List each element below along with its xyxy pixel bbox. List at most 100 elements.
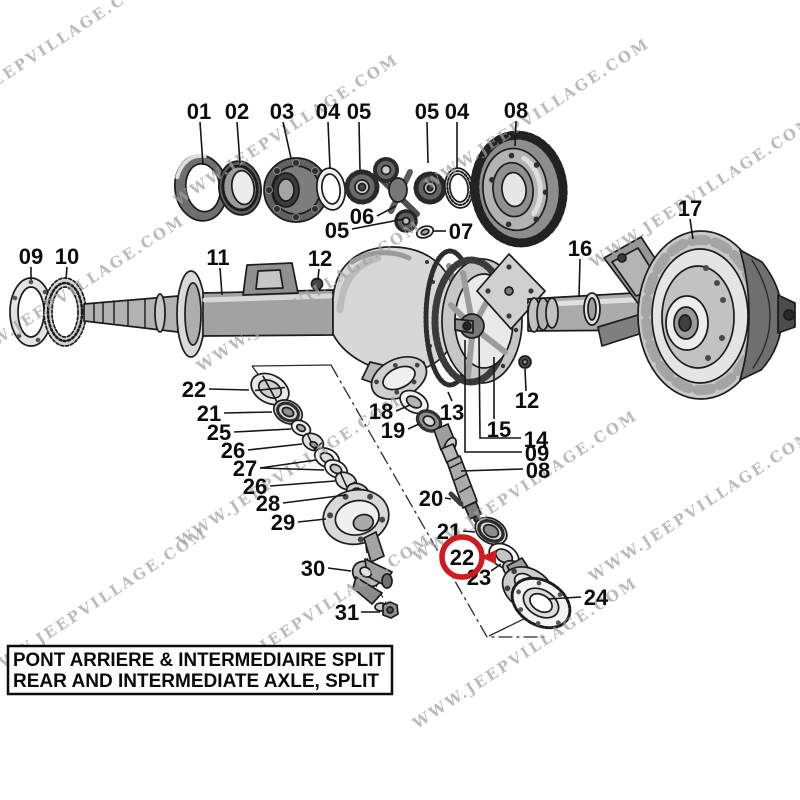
part-label-29: 29 [271, 510, 295, 535]
leader-line-19 [407, 423, 420, 430]
leader-line-30 [327, 567, 352, 572]
part-label-16: 16 [568, 236, 592, 261]
part-bearing-21 [474, 516, 508, 546]
leader-line-29 [297, 518, 327, 523]
part-label-01: 01 [187, 99, 211, 124]
part-ring-gear-08 [470, 130, 568, 248]
leader-line-10 [65, 266, 68, 280]
leader-line-12 [317, 268, 320, 280]
part-washer-18 [399, 389, 429, 415]
part-pinion-flange [501, 557, 572, 630]
part-diff-case-03 [263, 157, 329, 223]
part-label-05: 05 [347, 99, 371, 124]
leader-line-18 [395, 404, 411, 412]
leader-line-03 [282, 121, 292, 159]
part-label-02: 02 [225, 99, 249, 124]
part-label-22: 22 [182, 377, 206, 402]
part-label-12: 12 [308, 246, 332, 271]
leader-line-01 [199, 121, 204, 166]
part-nut-31 [374, 601, 399, 619]
part-label-05: 05 [325, 218, 349, 243]
leader-line-08 [460, 468, 524, 472]
leader-line-24 [547, 596, 582, 600]
part-gasket-09 [9, 277, 53, 347]
part-washer-25 [290, 419, 312, 437]
leader-line-27 [259, 459, 317, 469]
leader-line-05 [426, 121, 429, 164]
leader-line-17 [689, 218, 694, 240]
part-label-10: 10 [55, 244, 79, 269]
leader-line-06 [376, 205, 397, 217]
part-banjo-housing [310, 246, 459, 400]
leader-line-12 [524, 368, 527, 392]
part-label-26: 26 [221, 438, 245, 463]
part-oil-seal-01 [173, 153, 229, 222]
part-cone-26a [301, 432, 325, 452]
part-label-14: 14 [524, 427, 549, 452]
title-line-english: REAR AND INTERMEDIATE AXLE, SPLIT [13, 670, 379, 692]
part-label-04: 04 [316, 99, 341, 124]
part-label-19: 19 [381, 418, 405, 443]
part-washer-22a [250, 372, 290, 406]
leader-line-25 [233, 428, 292, 433]
part-spider-cross-06 [373, 157, 420, 233]
part-flange-29 [322, 488, 390, 563]
leader-line-05 [351, 218, 405, 230]
part-label-09: 09 [525, 441, 549, 466]
leader-line-08 [514, 120, 517, 147]
part-label-17: 17 [678, 196, 702, 221]
leader-line-26 [247, 443, 303, 451]
leader-line-13 [447, 391, 453, 402]
part-bearing-21a [272, 399, 304, 425]
part-thrust-washer-04a [315, 167, 347, 211]
part-label-12: 12 [515, 388, 539, 413]
title-box: PONT ARRIERE & INTERMEDIAIRE SPLIT REAR … [6, 644, 394, 696]
part-label-31: 31 [335, 600, 359, 625]
leader-line-28 [282, 494, 347, 504]
part-label-22: 22 [450, 545, 474, 570]
part-gasket-24 [510, 576, 572, 630]
leader-line-20 [444, 497, 452, 500]
leader-line-21 [223, 411, 273, 414]
highlight-layer [439, 534, 496, 580]
part-label-13: 13 [440, 400, 464, 425]
title-line-french: PONT ARRIERE & INTERMEDIAIRE SPLIT [13, 649, 385, 671]
part-label-09: 09 [19, 244, 43, 269]
part-gasket-10 [43, 277, 87, 347]
part-mounting-plate [476, 253, 546, 330]
part-label-08: 08 [526, 458, 550, 483]
part-label-05: 05 [415, 99, 439, 124]
leader-line-23 [490, 563, 502, 572]
leader-line-27 [259, 467, 325, 471]
part-filler-plug-12a [310, 277, 324, 291]
leader-line-22 [208, 388, 250, 391]
part-label-07: 07 [449, 219, 473, 244]
part-side-gear-05b [413, 171, 447, 205]
part-label-03: 03 [270, 99, 294, 124]
leader-line-05 [358, 121, 361, 171]
parts-artwork [9, 130, 796, 630]
part-label-27: 27 [233, 456, 257, 481]
part-bearing-cone-02 [218, 160, 262, 216]
part-pin-20 [448, 491, 464, 507]
part-nut-12b [518, 355, 532, 369]
leader-line-21 [462, 530, 476, 533]
watermark-text: WWW.JEEPVILLAGE.COM [585, 426, 800, 586]
part-label-30: 30 [301, 556, 325, 581]
leader-line-04 [327, 121, 331, 169]
part-brake-drum-17 [637, 230, 796, 400]
leader-line-11 [219, 267, 223, 296]
part-label-11: 11 [206, 245, 229, 270]
part-axle-housing-11 [83, 262, 334, 358]
part-label-21: 21 [197, 401, 221, 426]
part-label-08: 08 [504, 98, 528, 123]
highlight-pointer-22 [480, 550, 496, 564]
part-label-26: 26 [243, 474, 267, 499]
part-pinion-shaft-08 [433, 423, 482, 523]
part-washer-07 [415, 225, 435, 239]
part-label-28: 28 [256, 491, 280, 516]
leader-line-16 [578, 258, 581, 298]
part-side-gear-05a [344, 169, 380, 205]
